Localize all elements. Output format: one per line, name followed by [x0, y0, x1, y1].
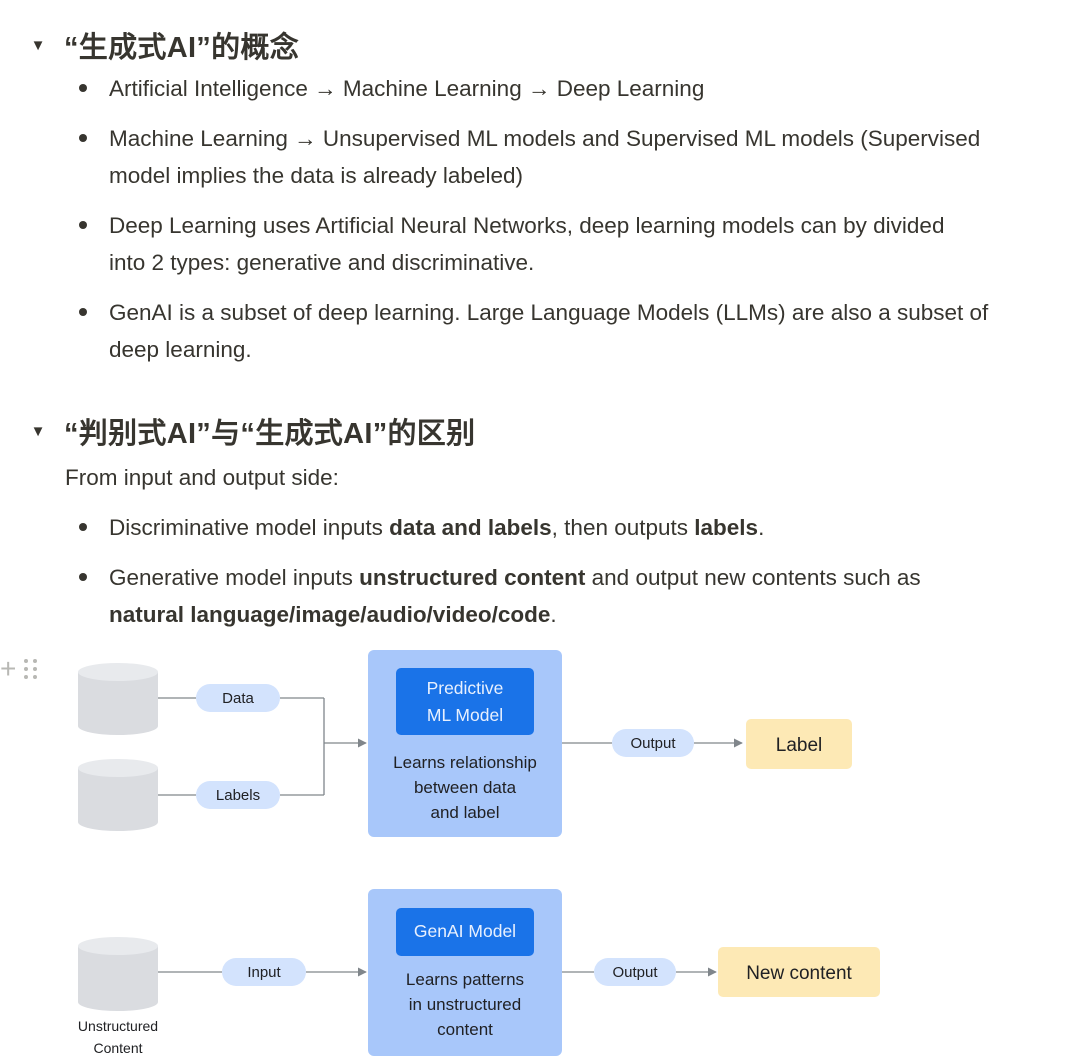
list-item-text: GenAI is a subset of deep learning. Larg…	[109, 300, 989, 325]
database-icon	[78, 663, 158, 735]
model-comparison-diagram: Data Labels Predictive ML Model Learns r…	[78, 650, 880, 1056]
list-item: Discriminative model inputs data and lab…	[76, 509, 1066, 546]
output-pill: Output	[612, 729, 694, 757]
database-icon	[78, 937, 158, 1011]
text-run: and output new contents such as	[585, 565, 921, 590]
model-desc-line: in unstructured	[409, 995, 521, 1014]
output-pill: Output	[594, 958, 676, 986]
text-run: .	[758, 515, 765, 540]
toggle-arrow-icon[interactable]: ▼	[30, 36, 46, 54]
pill-label: Labels	[216, 787, 260, 804]
toggle-heading-concept: ▼ “生成式AI”的概念	[28, 24, 299, 66]
text-run: , then outputs	[551, 515, 695, 540]
bullet-dot-icon	[79, 134, 87, 142]
model-title-line: ML Model	[427, 705, 503, 725]
toggle-heading-difference: ▼ “判别式AI”与“生成式AI”的区别	[28, 410, 476, 452]
bullet-dot-icon	[79, 523, 87, 531]
bullet-dot-icon	[79, 84, 87, 92]
list-item: Generative model inputs unstructured con…	[76, 559, 1066, 633]
toggle-arrow-icon[interactable]: ▼	[30, 422, 46, 440]
bold-text: labels	[694, 515, 759, 540]
data-pill: Data	[196, 684, 280, 712]
bullet-dot-icon	[79, 573, 87, 581]
model-desc-line: and label	[430, 803, 499, 822]
bullet-dot-icon	[79, 308, 87, 316]
model-desc-line: Learns patterns	[406, 970, 524, 989]
connector-lines	[158, 697, 743, 796]
list-item: Machine Learning → Unsupervised ML model…	[76, 120, 1066, 194]
list-item: Deep Learning uses Artificial Neural Net…	[76, 207, 1066, 281]
block-handle: +	[0, 653, 38, 684]
result-label: Label	[776, 735, 823, 756]
result-label: New content	[746, 963, 852, 984]
drag-handle-icon[interactable]	[24, 659, 38, 679]
new-content-result-box: New content	[718, 947, 880, 997]
bold-text: natural language/image/audio/video/code	[109, 602, 551, 627]
list-item: GenAI is a subset of deep learning. Larg…	[76, 294, 1066, 368]
section-heading: “生成式AI”的概念	[64, 32, 300, 64]
text-run: .	[550, 602, 557, 627]
list-item-text: deep learning.	[109, 337, 252, 362]
list-item: Artificial Intelligence → Machine Learni…	[76, 70, 1066, 107]
genai-model-panel: GenAI Model Learns patterns in unstructu…	[368, 889, 562, 1056]
label-result-box: Label	[746, 719, 852, 769]
model-desc-line: Learns relationship	[393, 753, 537, 772]
intro-paragraph: From input and output side:	[65, 465, 339, 490]
bullet-dot-icon	[79, 221, 87, 229]
pill-label: Data	[222, 690, 254, 707]
list-item-text: Artificial Intelligence → Machine Learni…	[109, 76, 705, 101]
model-desc-line: content	[437, 1020, 493, 1039]
list-item-text: into 2 types: generative and discriminat…	[109, 250, 535, 275]
model-title-box	[396, 668, 534, 735]
plus-icon[interactable]: +	[0, 653, 17, 684]
concept-bullet-list: Artificial Intelligence → Machine Learni…	[76, 70, 1066, 368]
input-pill: Input	[222, 958, 306, 986]
model-title-line: GenAI Model	[414, 921, 516, 941]
section-heading: “判别式AI”与“生成式AI”的区别	[64, 418, 476, 450]
pill-label: Output	[630, 735, 676, 752]
text-run: Generative model inputs	[109, 565, 360, 590]
model-desc-line: between data	[414, 778, 517, 797]
labels-pill: Labels	[196, 781, 280, 809]
bold-text: unstructured content	[359, 565, 586, 590]
list-item-text: Machine Learning → Unsupervised ML model…	[109, 126, 981, 151]
database-caption: Content	[93, 1040, 142, 1056]
database-icon	[78, 759, 158, 831]
database-caption: Unstructured	[78, 1018, 158, 1034]
list-item-text: Deep Learning uses Artificial Neural Net…	[109, 213, 945, 238]
list-item-text: model implies the data is already labele…	[109, 163, 523, 188]
predictive-model-panel: Predictive ML Model Learns relationship …	[368, 650, 562, 837]
pill-label: Input	[247, 964, 281, 981]
model-title-box	[396, 908, 534, 956]
text-run: Discriminative model inputs	[109, 515, 390, 540]
model-title-line: Predictive	[427, 678, 504, 698]
difference-bullet-list: Discriminative model inputs data and lab…	[76, 509, 1066, 633]
bold-text: data and labels	[389, 515, 552, 540]
pill-label: Output	[612, 964, 658, 981]
